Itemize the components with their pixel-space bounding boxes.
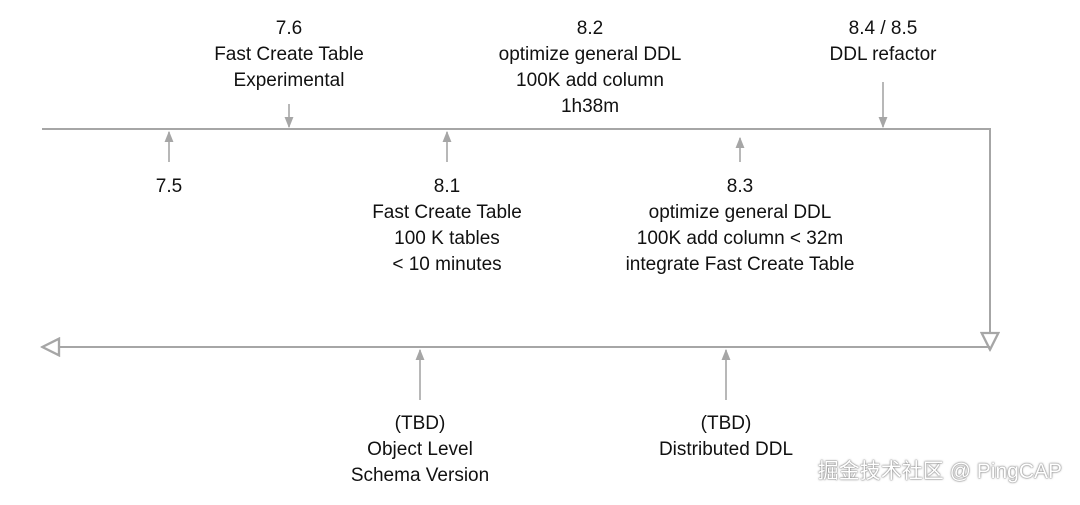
milestone-8.4-8.5-line-1: DDL refactor [829, 44, 937, 65]
milestone-8.3-version: 8.3 [726, 176, 754, 197]
milestone-tbd-distributed: (TBD) Distributed DDL [659, 411, 793, 463]
milestone-8.2: 8.2 optimize general DDL 100K add column… [499, 16, 682, 120]
milestone-8.3-line-2: 100K add column < 32m [636, 228, 844, 249]
milestone-8.2-version: 8.2 [576, 18, 604, 39]
milestone-8.3: 8.3 optimize general DDL 100K add column… [626, 174, 855, 278]
milestone-8.4-8.5-version: 8.4 / 8.5 [848, 18, 918, 39]
milestone-8.4-8.5: 8.4 / 8.5 DDL refactor [830, 16, 937, 68]
milestone-8.2-line-3: 1h38m [560, 96, 620, 117]
milestone-8.1-version: 8.1 [433, 176, 461, 197]
milestone-tbd-schema-version: (TBD) [394, 413, 446, 434]
milestone-tbd-schema-line-2: Schema Version [350, 465, 490, 486]
milestone-8.2-line-2: 100K add column [516, 70, 664, 91]
milestone-tbd-schema: (TBD) Object Level Schema Version [351, 411, 489, 489]
milestone-7.6-line-1: Fast Create Table [214, 44, 364, 65]
milestone-8.2-line-1: optimize general DDL [498, 44, 682, 65]
milestone-7.6: 7.6 Fast Create Table Experimental [214, 16, 364, 94]
milestone-8.1-line-2: 100 K tables [394, 228, 500, 249]
milestone-tbd-schema-line-1: Object Level [367, 439, 473, 460]
milestone-7.6-version: 7.6 [275, 18, 303, 39]
milestone-7.5: 7.5 [156, 174, 182, 200]
source-watermark: 掘金技术社区 @ PingCAP [817, 460, 1062, 483]
milestone-8.1: 8.1 Fast Create Table 100 K tables < 10 … [372, 174, 522, 278]
milestone-8.1-line-3: < 10 minutes [392, 254, 502, 275]
milestone-8.1-line-1: Fast Create Table [372, 202, 522, 223]
milestone-7.6-line-2: Experimental [233, 70, 345, 91]
top-timeline-line [42, 128, 990, 348]
milestone-8.3-line-1: optimize general DDL [648, 202, 832, 223]
milestone-tbd-distributed-version: (TBD) [700, 413, 752, 434]
milestone-8.3-line-3: integrate Fast Create Table [625, 254, 855, 275]
milestone-tbd-distributed-line-1: Distributed DDL [658, 439, 794, 460]
milestone-7.5-version: 7.5 [155, 176, 183, 197]
